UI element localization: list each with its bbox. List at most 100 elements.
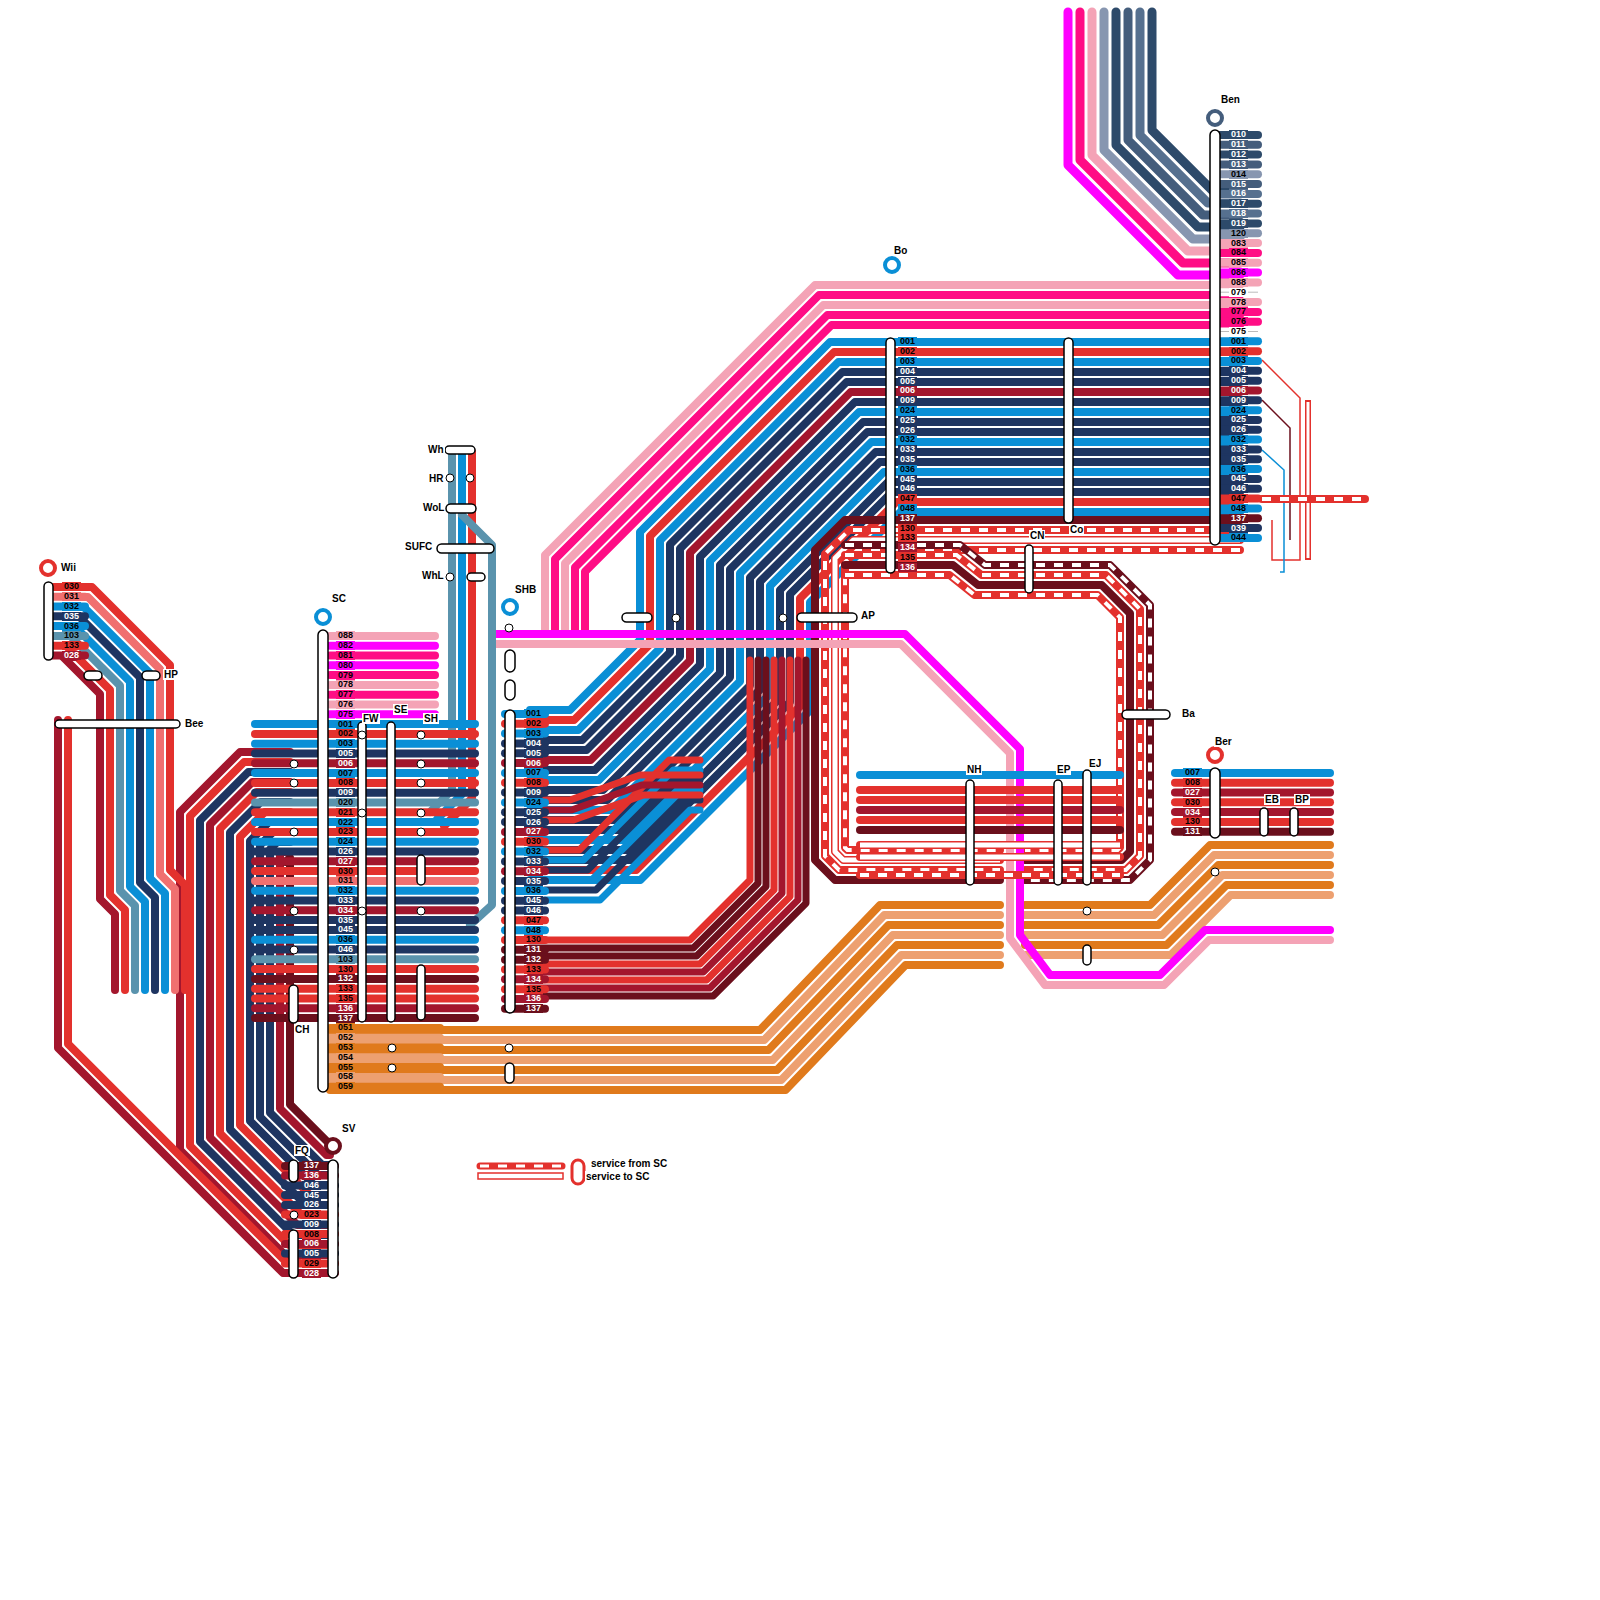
route-line	[860, 806, 1120, 814]
terminal-ring	[503, 600, 517, 614]
stop-label: NH	[966, 764, 982, 775]
stop-label: WhL	[421, 570, 445, 581]
route-line	[1215, 406, 1258, 414]
stop-label: Wh	[427, 444, 445, 455]
route-dash	[1262, 497, 1365, 501]
route-number: 008	[1183, 778, 1202, 787]
stop-label: HR	[428, 473, 444, 484]
route-line	[1215, 170, 1258, 178]
stop-name: FQ	[295, 1145, 309, 1156]
route-line	[860, 786, 1120, 794]
route-line	[1215, 259, 1258, 267]
route-number: 024	[524, 798, 543, 807]
stop-pill	[84, 671, 102, 680]
stop-pill	[1025, 545, 1033, 593]
route-number: 039	[1229, 524, 1248, 533]
terminal-ring	[41, 561, 55, 575]
stop-dot	[290, 779, 298, 787]
stop-label: CN	[1029, 530, 1045, 541]
route-line	[330, 661, 435, 669]
stop-dot	[417, 907, 425, 915]
stop-name: HR	[429, 473, 443, 484]
route-line	[50, 622, 85, 630]
route-number: 133	[524, 965, 543, 974]
stop-name: BP	[1295, 794, 1309, 805]
route-number: 018	[1229, 209, 1248, 218]
stop-label: Co	[1069, 524, 1084, 535]
route-number: 132	[524, 955, 543, 964]
route-number: 046	[1229, 484, 1248, 493]
route-number: 137	[336, 1014, 355, 1023]
route-number: 046	[336, 945, 355, 954]
route-number: 031	[336, 876, 355, 885]
route-line	[1215, 446, 1258, 454]
route-line	[1215, 200, 1258, 208]
route-line	[495, 634, 1330, 975]
legend-sample	[478, 1173, 563, 1179]
route-line	[1215, 505, 1258, 513]
route-number: 130	[1183, 817, 1202, 826]
stop-pill	[1210, 768, 1220, 838]
stop-label: FQ	[294, 1145, 310, 1156]
route-number: 034	[1183, 808, 1202, 817]
stop-label: Ber	[1214, 736, 1233, 747]
stop-label: EB	[1264, 794, 1280, 805]
legend-sample	[572, 1160, 584, 1184]
route-number: 011	[1229, 140, 1248, 149]
route-number: 081	[336, 651, 355, 660]
route-number: 076	[1229, 317, 1248, 326]
stop-pill	[417, 855, 425, 885]
route-number: 137	[524, 1004, 543, 1013]
stop-name: EB	[1265, 794, 1279, 805]
stop-dot	[388, 1064, 396, 1072]
route-number: 052	[336, 1033, 355, 1042]
route-line	[1215, 337, 1258, 345]
route-number: 009	[524, 788, 543, 797]
route-number: 136	[524, 994, 543, 1003]
stop-dot	[1083, 907, 1091, 915]
route-dash	[845, 555, 1140, 870]
stop-name: Ba	[1182, 708, 1195, 719]
route-number: 025	[524, 808, 543, 817]
route-number: 005	[524, 749, 543, 758]
stop-pill	[318, 630, 328, 1092]
route-line	[1215, 308, 1258, 316]
route-line	[495, 644, 1330, 985]
stop-name: EJ	[1089, 758, 1101, 769]
stop-pill	[55, 720, 180, 728]
route-number: 078	[1229, 298, 1248, 307]
route-number: 130	[336, 965, 355, 974]
route-number: 006	[898, 386, 917, 395]
stop-pill	[797, 613, 857, 622]
route-line	[1262, 495, 1365, 503]
stop-label: Bee	[184, 718, 204, 729]
route-number: 083	[1229, 239, 1248, 248]
route-line	[1215, 347, 1258, 355]
route-number: 080	[336, 661, 355, 670]
route-number: 019	[1229, 219, 1248, 228]
route-number: 001	[1229, 337, 1248, 346]
stop-dot	[446, 474, 454, 482]
route-number: 029	[302, 1259, 321, 1268]
stop-name: Co	[1070, 524, 1083, 535]
route-line	[330, 1073, 440, 1081]
route-number: 077	[1229, 307, 1248, 316]
route-number: 035	[898, 455, 917, 464]
route-number: 046	[524, 906, 543, 915]
route-number: 075	[336, 710, 355, 719]
route-number: 135	[898, 553, 917, 562]
route-number: 033	[524, 857, 543, 866]
route-line	[1215, 229, 1258, 237]
stop-dot	[290, 907, 298, 915]
route-line	[50, 583, 85, 591]
route-number: 003	[898, 357, 917, 366]
route-line	[860, 771, 1120, 779]
route-line	[530, 660, 806, 996]
route-line	[1215, 151, 1258, 159]
route-line	[330, 701, 435, 709]
route-line	[1215, 249, 1258, 257]
route-dash	[845, 545, 1150, 880]
route-number: 024	[1229, 406, 1248, 415]
route-line	[860, 871, 1120, 879]
route-line	[1215, 269, 1258, 277]
